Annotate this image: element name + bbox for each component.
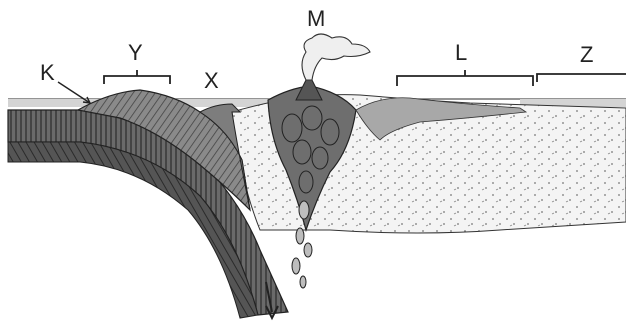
eruption-plume	[302, 34, 370, 80]
bracket-y	[104, 70, 170, 84]
volcano	[296, 34, 370, 100]
bracket-z	[537, 74, 626, 82]
label-k: K	[40, 60, 55, 85]
label-l: L	[455, 40, 467, 65]
label-x: X	[204, 68, 219, 93]
label-y: Y	[128, 40, 143, 65]
bracket-l	[397, 70, 533, 86]
label-z: Z	[580, 42, 593, 67]
label-m: M	[307, 6, 325, 31]
